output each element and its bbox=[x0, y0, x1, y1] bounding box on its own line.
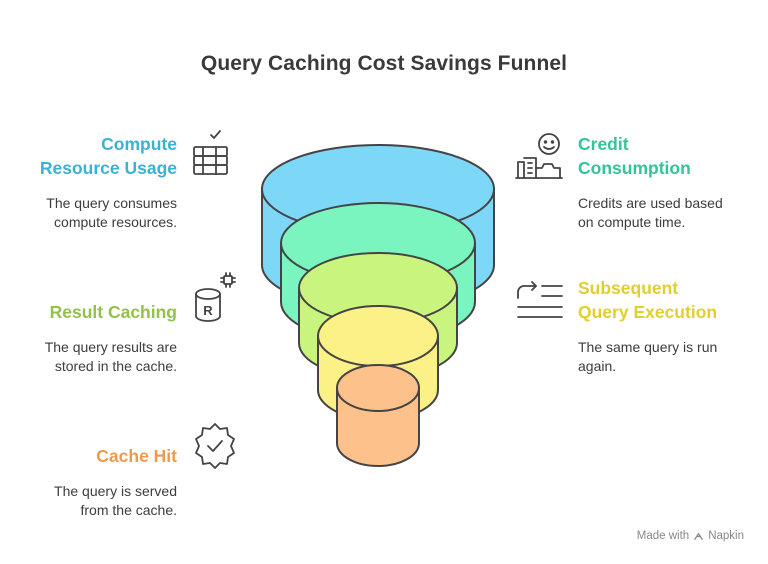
step-description: The query consumes bbox=[46, 195, 177, 211]
step-credit-consumption: Credit Consumption Credits are used base… bbox=[578, 132, 758, 232]
verified-badge-icon bbox=[195, 423, 235, 469]
step-result-caching: Result Caching The query results are sto… bbox=[0, 300, 177, 376]
step-description: from the cache. bbox=[80, 502, 178, 518]
step-description: The query results are bbox=[44, 339, 177, 355]
step-title: Result Caching bbox=[49, 302, 177, 322]
step-title: Resource Usage bbox=[39, 158, 177, 178]
repeat-list-icon bbox=[517, 281, 563, 318]
step-description: The same query is run bbox=[578, 339, 718, 355]
step-description: The query is served bbox=[54, 483, 177, 499]
page-title: Query Caching Cost Savings Funnel bbox=[200, 52, 568, 75]
step-description: Credits are used based bbox=[578, 195, 723, 211]
step-title: Consumption bbox=[578, 158, 691, 178]
step-description: stored in the cache. bbox=[54, 358, 177, 374]
footer-brand: Napkin bbox=[708, 530, 744, 542]
footer-watermark: Made with Napkin bbox=[637, 530, 744, 542]
step-description: again. bbox=[578, 358, 617, 374]
database-r-icon: R bbox=[195, 272, 236, 322]
happy-buyer-icon bbox=[515, 133, 563, 179]
database-server-icon bbox=[193, 130, 228, 175]
step-title: Subsequent bbox=[578, 278, 679, 298]
svg-text:R: R bbox=[203, 303, 213, 318]
funnel-level-4-top bbox=[317, 305, 439, 367]
funnel-level-5-top bbox=[336, 364, 420, 412]
step-title: Compute bbox=[101, 134, 177, 154]
napkin-logo-icon bbox=[694, 532, 703, 540]
step-description: on compute time. bbox=[578, 214, 686, 230]
step-title: Cache Hit bbox=[96, 446, 177, 466]
step-cache-hit: Cache Hit The query is served from the c… bbox=[0, 444, 177, 520]
step-description: compute resources. bbox=[54, 214, 177, 230]
step-title: Credit bbox=[578, 134, 629, 154]
step-title: Query Execution bbox=[578, 302, 718, 322]
step-compute-resource-usage: Compute Resource Usage The query consume… bbox=[0, 132, 177, 232]
footer-made-with: Made with bbox=[636, 530, 690, 542]
step-subsequent-query-execution: Subsequent Query Execution The same quer… bbox=[578, 276, 758, 376]
